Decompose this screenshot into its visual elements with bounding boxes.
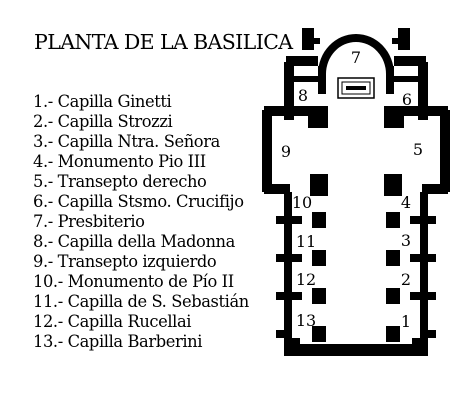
legend-item-3: 3.- Capilla Ntra. Señora: [33, 132, 220, 151]
diagram-title: PLANTA DE LA BASILICA: [34, 30, 293, 54]
plan-number-3: 3: [401, 231, 411, 250]
legend-item-6: 6.- Capilla Stsmo. Crucifijo: [33, 192, 244, 211]
plan-number-11: 11: [296, 232, 316, 251]
legend-list: 1.- Capilla Ginetti 2.- Capilla Strozzi …: [33, 92, 249, 352]
plan-number-12: 12: [296, 270, 316, 289]
legend-item-11: 11.- Capilla de S. Sebastián: [33, 292, 249, 311]
legend-item-7: 7.- Presbiterio: [33, 212, 145, 231]
legend-item-12: 12.- Capilla Rucellai: [33, 312, 192, 331]
legend-item-10: 10.- Monumento de Pío II: [33, 272, 234, 291]
plan-number-9: 9: [281, 142, 291, 161]
legend-item-1: 1.- Capilla Ginetti: [33, 92, 172, 111]
plan-number-7: 7: [351, 48, 361, 67]
legend-item-13: 13.- Capilla Barberini: [33, 332, 203, 351]
plan-number-13: 13: [296, 311, 316, 330]
plan-number-4: 4: [401, 193, 411, 212]
presbytery-altar: [337, 77, 375, 99]
plan-number-1: 1: [401, 312, 411, 331]
plan-number-10: 10: [292, 193, 312, 212]
plan-walls: [262, 28, 450, 356]
legend-item-9: 9.- Transepto izquierdo: [33, 252, 217, 271]
plan-number-5: 5: [413, 140, 423, 159]
plan-number-8: 8: [298, 86, 308, 105]
plan-number-6: 6: [402, 90, 412, 109]
legend-item-2: 2.- Capilla Strozzi: [33, 112, 173, 131]
legend-item-8: 8.- Capilla della Madonna: [33, 232, 235, 251]
legend-item-5: 5.- Transepto derecho: [33, 172, 207, 191]
plan-number-2: 2: [401, 270, 411, 289]
legend-item-4: 4.- Monumento Pio III: [33, 152, 206, 171]
